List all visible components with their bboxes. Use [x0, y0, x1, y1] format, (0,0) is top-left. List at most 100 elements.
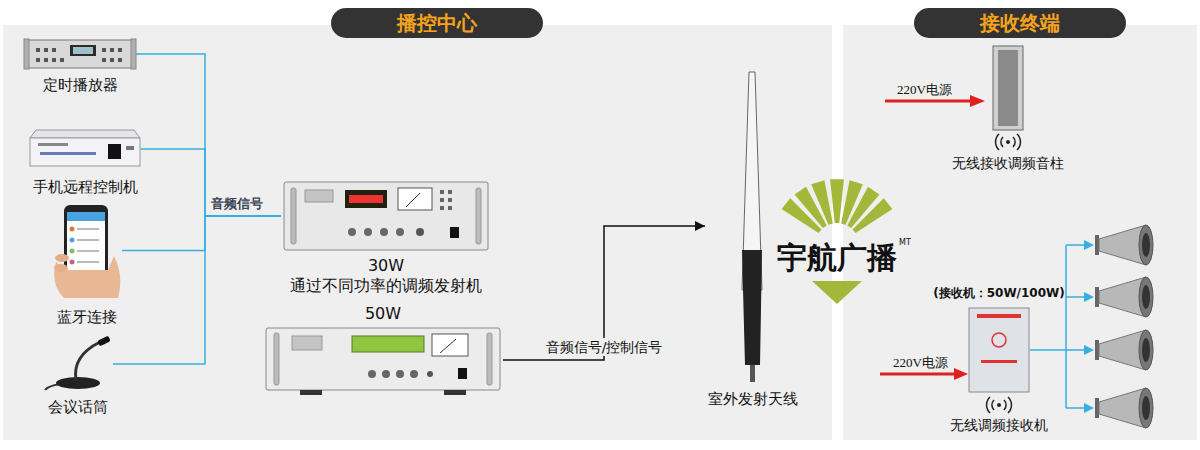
- remote-controller-picture-part: [30, 138, 140, 166]
- transmitter-50w-picture-part: [368, 370, 376, 378]
- section-heading: 播控中心: [331, 8, 543, 38]
- power-arrow-part: [885, 100, 972, 103]
- label-anchor: 音频信号/控制信号: [544, 338, 665, 356]
- horn-speaker-picture-part: [1095, 287, 1099, 307]
- node-caption: 定时播放器: [43, 76, 118, 94]
- node-caption: 50W: [365, 304, 401, 324]
- remote-controller-picture-part: [126, 146, 134, 150]
- phone-picture-part: [67, 212, 105, 221]
- label-anchor: 220V电源: [897, 82, 952, 98]
- remote-controller-picture: [30, 130, 140, 166]
- transmitter-50w-picture-part: [274, 333, 279, 385]
- label-anchor: 音频信号: [209, 196, 265, 212]
- label-anchor: 宇航广播: [777, 240, 897, 276]
- remote-controller-picture-part: [40, 152, 96, 155]
- antenna-picture-part: [750, 365, 755, 382]
- note-label: 宇航广播: [777, 240, 897, 276]
- transmitter-30w-picture-part: [398, 188, 432, 210]
- horn-speaker-picture-part: [1142, 396, 1150, 420]
- horn-speaker-picture-part: [1095, 398, 1099, 418]
- timer-player-picture-part: [24, 39, 29, 69]
- phone-picture-part: [54, 264, 68, 272]
- timer-player-picture-part: [36, 48, 122, 62]
- signal-label: 音频信号/控制信号: [544, 338, 665, 356]
- phone-picture-part: [70, 227, 75, 232]
- transmitter-30w-picture-part: [284, 182, 488, 250]
- receiver-picture-part: [969, 308, 1029, 392]
- receiver-picture-part: [977, 314, 1021, 318]
- receiver-picture-part: [992, 333, 1006, 347]
- speaker-feed-lines-part: [1030, 349, 1066, 351]
- receiver-picture-part: [997, 403, 1001, 407]
- transmitter-50w-picture-part: [440, 339, 456, 353]
- transmitter-50w-picture-part: [382, 370, 390, 378]
- transmitter-50w-picture-part: [266, 328, 500, 390]
- remote-controller-picture-part: [108, 144, 121, 159]
- transmitter-50w-picture-part: [432, 334, 468, 356]
- horn-speaker-picture-part: [1095, 340, 1099, 360]
- node-caption: 无线接收调频音柱: [952, 154, 1064, 172]
- speaker-feed-lines-part: [1066, 244, 1086, 246]
- transmitter-30w-picture-part: [396, 228, 404, 236]
- transmitter-30w-picture-part: [291, 188, 296, 244]
- phone-picture-part: [77, 229, 99, 262]
- receiver-picture-part: [981, 360, 1017, 363]
- power-arrow-part: [880, 373, 956, 376]
- transmitter-50w-picture-part: [396, 370, 404, 378]
- column-speaker-picture-part: [1006, 140, 1010, 144]
- transmitter-30w-picture-part: [416, 228, 424, 236]
- horn-speaker-picture-part: [1095, 235, 1099, 255]
- phone-picture-part: [67, 212, 105, 278]
- node-caption: 蓝牙连接: [57, 308, 117, 326]
- node-caption: 30W: [368, 256, 404, 276]
- note-label: 220V电源: [893, 355, 948, 371]
- remote-controller-picture-part: [38, 143, 68, 146]
- transmitter-50w-picture-part: [487, 333, 492, 385]
- transmitter-50w-picture-part: [300, 390, 322, 395]
- node-caption: (接收机：50W/100W): [933, 285, 1065, 301]
- horn-speaker-picture-part: [1142, 338, 1150, 362]
- remote-controller-picture-part: [30, 130, 140, 138]
- node-caption: 通过不同功率的调频发射机: [290, 276, 482, 296]
- phone-picture-part: [70, 260, 75, 265]
- horn-speaker-picture-part: [1139, 388, 1153, 428]
- horn-speaker-picture-part: [1142, 285, 1150, 309]
- transmitter-30w-picture-part: [348, 228, 356, 236]
- transmitter-30w-picture-part: [476, 188, 481, 244]
- transmitter-30w-picture-part: [406, 193, 420, 207]
- note-label: MT: [899, 238, 911, 248]
- timer-player-picture: [24, 39, 136, 69]
- phone-picture-part: [70, 249, 75, 254]
- transmitter-30w-picture-part: [349, 195, 383, 203]
- transmitter-30w-picture: [284, 182, 488, 250]
- transmitter-30w-picture-part: [364, 228, 372, 236]
- node-caption: 室外发射天线: [708, 390, 798, 408]
- transmitter-50w-picture-part: [410, 370, 418, 378]
- node-caption: 无线调频接收机: [950, 416, 1048, 434]
- transmitter-30w-picture-part: [305, 190, 333, 202]
- logo-fan-part: [830, 179, 844, 223]
- transmitter-30w-picture-part: [380, 228, 388, 236]
- speaker-feed-lines-part: [1066, 349, 1086, 351]
- section-heading: 接收终端: [914, 8, 1126, 38]
- column-speaker-picture-part: [993, 46, 1023, 130]
- node-caption: 手机远程控制机: [33, 178, 138, 196]
- transmitter-50w-picture-part: [458, 368, 467, 379]
- horn-speaker-picture-part: [1139, 225, 1153, 265]
- label-anchor: MT: [899, 238, 911, 248]
- node-caption: 会议话筒: [48, 398, 108, 416]
- transmitter-30w-picture-part: [450, 227, 459, 238]
- transmitter-50w-picture-part: [444, 390, 466, 395]
- transmitter-30w-picture-part: [440, 190, 452, 210]
- horn-speaker-picture-part: [1139, 330, 1153, 370]
- transmitter-50w-picture-part: [352, 336, 424, 352]
- note-label: 220V电源: [897, 82, 952, 98]
- horn-speaker-picture-part: [1142, 233, 1150, 257]
- timer-player-picture-part: [27, 40, 133, 68]
- timer-player-picture-part: [73, 47, 93, 54]
- signal-label: 音频信号: [209, 196, 265, 212]
- transmitter-50w-picture: [266, 328, 500, 395]
- transmitter-30w-picture-part: [345, 190, 387, 208]
